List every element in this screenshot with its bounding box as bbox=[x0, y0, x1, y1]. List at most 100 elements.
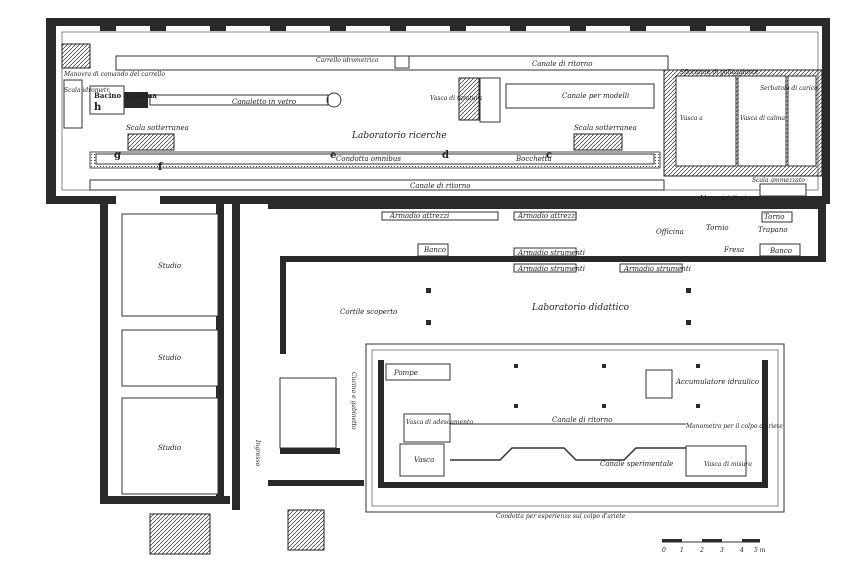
label-bocchetta: Bocchetta bbox=[515, 155, 552, 163]
studio-west-wall bbox=[100, 204, 108, 504]
scale-tick-1: 1 bbox=[680, 547, 684, 554]
label-tool-1: Armadio attrezzi bbox=[389, 212, 449, 220]
label-return-top: Canale di ritorno bbox=[532, 60, 592, 68]
scale-tick-2: 2 bbox=[699, 547, 704, 554]
control-hatched bbox=[61, 43, 91, 69]
studio-room-2 bbox=[121, 329, 219, 387]
label-return-mid: Canale di ritorno bbox=[410, 182, 470, 190]
entry-stair bbox=[149, 513, 211, 555]
label-omnibus: Condotta omnibus bbox=[336, 155, 401, 163]
accumulator bbox=[645, 369, 673, 399]
bench-right bbox=[759, 243, 801, 257]
south-wall-right bbox=[160, 196, 830, 204]
studio-room-3 bbox=[121, 397, 219, 495]
label-courtyard: Cortile scoperto bbox=[340, 308, 397, 316]
research-building bbox=[46, 18, 830, 204]
priming-tank bbox=[403, 413, 451, 443]
label-torno: Torno bbox=[764, 213, 784, 221]
letter-h: h bbox=[94, 102, 102, 113]
gauge-panel bbox=[63, 79, 83, 129]
label-instr-3: Armadio strumenti bbox=[623, 265, 691, 273]
studio-wing bbox=[100, 204, 240, 555]
label-bench-right: Banco bbox=[769, 247, 792, 255]
label-manovra: Manovra di comando del carrello bbox=[63, 71, 165, 78]
label-priming: Vasca di adescamento bbox=[406, 419, 473, 426]
glass-flume bbox=[149, 94, 329, 106]
label-reservoir: Serbatoio di carico bbox=[760, 85, 818, 92]
label-gauges: Idrometri di misura bbox=[699, 195, 760, 202]
label-experimental: Canale sperimentale bbox=[600, 460, 673, 468]
instrument-cabinet-2 bbox=[513, 263, 577, 273]
label-manometer: Manometro per il colpo d'ariete bbox=[685, 423, 783, 430]
bench-left bbox=[417, 243, 449, 257]
model-channel bbox=[505, 83, 655, 109]
label-calm-basin: Bacino di calma bbox=[94, 91, 157, 100]
label-lathe: Tornio bbox=[706, 224, 729, 232]
return-channel-mid bbox=[89, 179, 665, 191]
calibration-tank bbox=[458, 77, 480, 121]
instrument-cabinet-1 bbox=[513, 247, 577, 257]
calm-basin bbox=[89, 85, 125, 115]
calibration-tank-b bbox=[479, 77, 501, 123]
label-stair-right: Scala sotterranea bbox=[574, 124, 637, 132]
label-tank-a: Vasca a bbox=[680, 115, 703, 122]
label-studio-1: Studio bbox=[158, 262, 181, 270]
tank bbox=[399, 443, 445, 477]
tank-b bbox=[737, 75, 787, 167]
studio-east-wall bbox=[216, 204, 224, 504]
lab-columns bbox=[426, 288, 700, 408]
east-wall bbox=[822, 18, 830, 204]
scale-tick-0: 0 bbox=[662, 547, 666, 554]
letter-g: g bbox=[114, 150, 121, 161]
label-mezzanine: Scala ammezzato bbox=[752, 177, 805, 184]
label-float: Sfioratore di galleggiante bbox=[680, 69, 758, 76]
scale-tick-3: 3 bbox=[720, 547, 724, 554]
studio-room-1 bbox=[121, 213, 219, 317]
label-instr-2: Armadio strumenti bbox=[517, 265, 585, 273]
teaching-lab bbox=[280, 262, 785, 513]
tank-c bbox=[787, 75, 817, 167]
north-pilasters bbox=[100, 26, 766, 31]
label-stair-left: Scala sotterranea bbox=[126, 124, 189, 132]
scale-label: 5 m bbox=[754, 547, 766, 554]
measuring-tank bbox=[685, 445, 747, 477]
label-return-low: Canale di ritorno bbox=[552, 416, 612, 424]
label-tank-b: Vasca di calma bbox=[740, 115, 785, 122]
label-drill: Trapano bbox=[758, 226, 788, 234]
label-entrance: Ingresso bbox=[254, 439, 261, 467]
label-carriage: Carrello idrometrico bbox=[316, 57, 379, 64]
pumps-room bbox=[385, 363, 451, 381]
north-wall bbox=[46, 18, 830, 26]
label-accumulator: Accumulatore idraulico bbox=[675, 378, 759, 386]
label-pumps: Pompe bbox=[393, 369, 418, 377]
return-channel-top bbox=[115, 55, 669, 71]
experimental-channel bbox=[450, 447, 686, 461]
tool-cabinet-2 bbox=[513, 211, 577, 221]
scale-tick-4: 4 bbox=[739, 547, 744, 554]
label-measuring: Vasca di misura bbox=[704, 461, 752, 468]
pump-block bbox=[124, 92, 148, 108]
west-wall bbox=[46, 18, 56, 204]
letter-d: d bbox=[442, 150, 449, 161]
instrument-cabinet-3 bbox=[619, 263, 683, 273]
kitchen-block bbox=[268, 377, 364, 551]
label-bench-left: Banco bbox=[423, 246, 446, 254]
scale-bar bbox=[662, 539, 760, 543]
label-workshop: Officina bbox=[656, 228, 684, 236]
stair-left bbox=[127, 133, 175, 151]
studio-south-wall bbox=[100, 496, 230, 504]
teaching-lab-outline bbox=[365, 343, 785, 513]
workshop-row bbox=[268, 204, 826, 273]
south-wall-left bbox=[46, 196, 116, 204]
label-flume: Canaletto in vetro bbox=[232, 98, 296, 106]
label-water-hammer: Condotta per esperienze sul colpo d'arie… bbox=[496, 513, 626, 520]
carriage-box bbox=[394, 55, 410, 69]
workshop-south-wall bbox=[280, 256, 822, 262]
label-studio-2: Studio bbox=[158, 354, 181, 362]
label-tank: Vasca bbox=[414, 456, 434, 464]
lathe-box bbox=[761, 211, 793, 223]
label-research-lab: Laboratorio ricerche bbox=[351, 131, 447, 141]
label-model-channel: Canale per modelli bbox=[562, 92, 629, 100]
label-mill: Fresa bbox=[723, 246, 744, 254]
